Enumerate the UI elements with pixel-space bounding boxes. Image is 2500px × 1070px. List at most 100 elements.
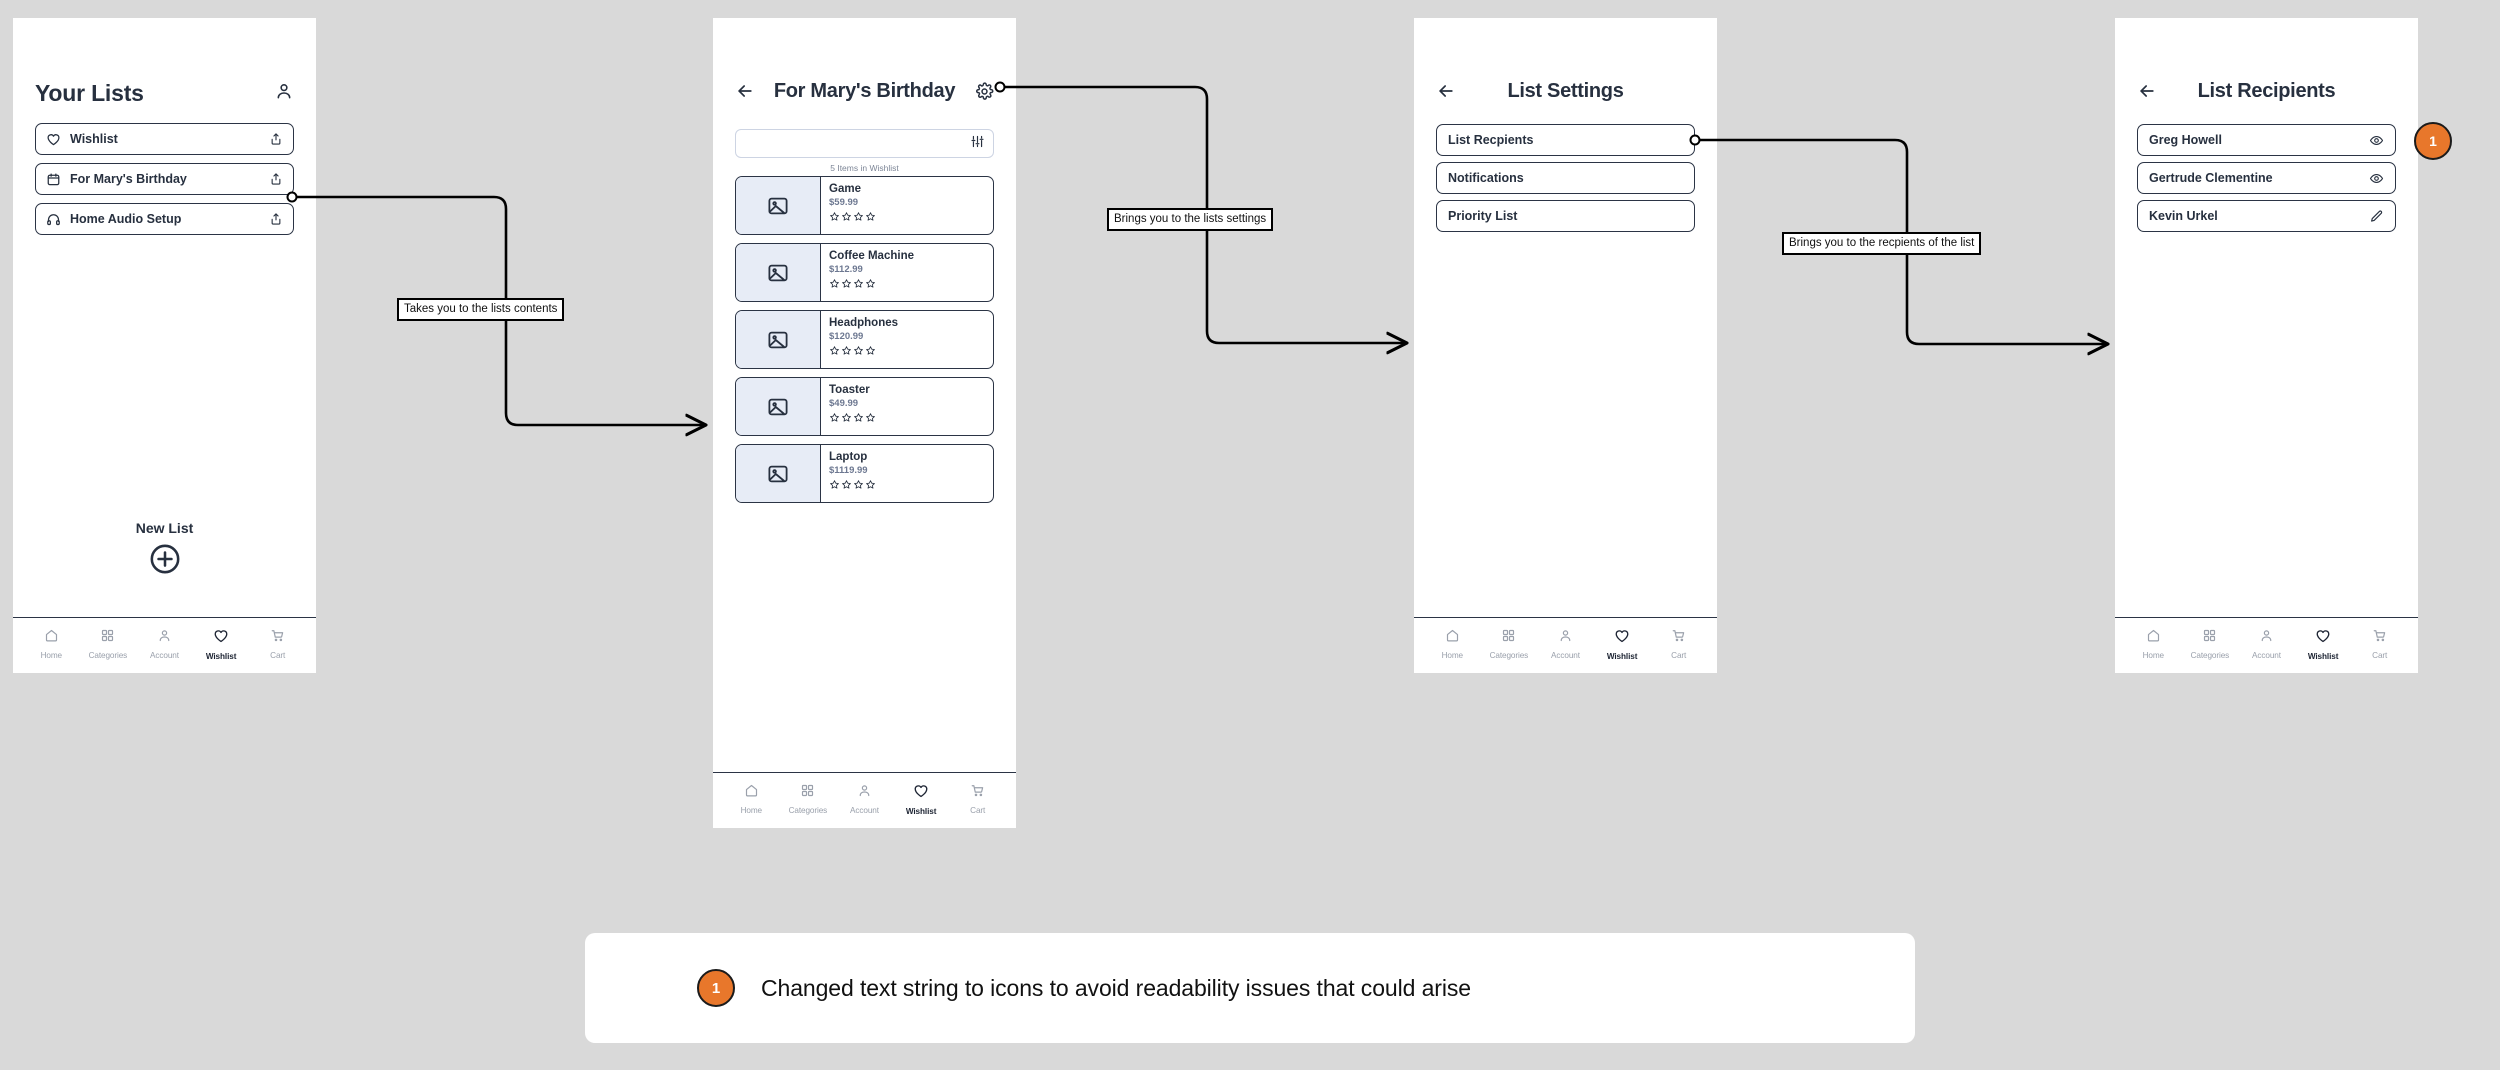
settings-options: List Recpients Notifications Priority Li… <box>1414 107 1717 232</box>
heart-icon <box>46 132 61 147</box>
product-name: Game <box>829 183 861 195</box>
nav-item-label: Wishlist <box>205 652 237 661</box>
arrow-left-icon[interactable] <box>2137 81 2163 101</box>
recipient-row-gertrude-clementine[interactable]: Gertrude Clementine <box>2137 162 2396 194</box>
page-title: List Recipients <box>2197 79 2336 102</box>
product-card[interactable]: Headphones $120.99 <box>735 310 994 369</box>
bottom-nav: Home Categories Account Wishlist <box>13 617 316 673</box>
list-item-wishlist[interactable]: Wishlist <box>35 123 294 155</box>
product-price: $1119.99 <box>829 464 868 476</box>
product-card[interactable]: Laptop $1119.99 <box>735 444 994 503</box>
nav-item-label: Categories <box>88 651 128 660</box>
settings-item-label: Priority List <box>1448 209 1518 223</box>
annotation-badge-1: 1 <box>2414 122 2452 160</box>
settings-item-notifications[interactable]: Notifications <box>1436 162 1695 194</box>
lists-container: Wishlist For Mary's Birthday <box>13 107 316 235</box>
new-list-area[interactable]: New List <box>13 520 316 581</box>
rating-stars[interactable] <box>829 278 993 289</box>
bottom-nav: Home Categories Account Wishlist Cart <box>713 772 1016 828</box>
product-price: $49.99 <box>829 397 859 409</box>
nav-item-account[interactable]: Account <box>2239 628 2293 660</box>
nav-item-cart[interactable]: Cart <box>951 783 1005 815</box>
rating-stars[interactable] <box>829 479 993 490</box>
cart-icon <box>1671 628 1686 648</box>
product-card[interactable]: Toaster $49.99 <box>735 377 994 436</box>
nav-item-home[interactable]: Home <box>24 628 78 660</box>
list-item-for-marys-birthday[interactable]: For Mary's Birthday <box>35 163 294 195</box>
nav-item-categories[interactable]: Categories <box>81 628 135 660</box>
share-icon[interactable] <box>269 132 283 146</box>
list-item-label: Home Audio Setup <box>70 212 182 226</box>
nav-item-home[interactable]: Home <box>724 783 778 815</box>
nav-item-wishlist[interactable]: Wishlist <box>1595 628 1649 661</box>
plus-circle-icon[interactable] <box>148 542 182 581</box>
product-card[interactable]: Coffee Machine $112.99 <box>735 243 994 302</box>
person-icon[interactable] <box>274 81 294 106</box>
nav-item-cart[interactable]: Cart <box>2353 628 2407 660</box>
nav-item-categories[interactable]: Categories <box>1482 628 1536 660</box>
cart-icon <box>970 783 985 803</box>
product-card[interactable]: Game $59.99 <box>735 176 994 235</box>
item-count-label: 5 Items in Wishlist <box>830 163 899 173</box>
nav-item-cart[interactable]: Cart <box>1652 628 1706 660</box>
nav-item-categories[interactable]: Categories <box>781 783 835 815</box>
nav-item-home[interactable]: Home <box>2126 628 2180 660</box>
filter-sliders-icon[interactable] <box>970 134 985 154</box>
product-name: Coffee Machine <box>829 250 914 262</box>
nav-item-account[interactable]: Account <box>837 783 891 815</box>
nav-item-label: Wishlist <box>2307 652 2339 661</box>
recipient-name: Kevin Urkel <box>2149 209 2218 223</box>
image-placeholder-icon <box>736 244 821 301</box>
product-name: Laptop <box>829 451 868 463</box>
search-input[interactable] <box>735 129 994 158</box>
product-price: $112.99 <box>829 263 863 275</box>
nav-item-label: Account <box>850 806 879 815</box>
nav-item-categories[interactable]: Categories <box>2183 628 2237 660</box>
recipients-spacer <box>2115 232 2418 617</box>
nav-item-wishlist[interactable]: Wishlist <box>2296 628 2350 661</box>
person-icon <box>157 628 172 648</box>
pencil-icon[interactable] <box>2369 209 2384 224</box>
eye-icon[interactable] <box>2369 133 2384 148</box>
screen-your-lists: Your Lists Wishlist <box>13 18 316 673</box>
page-title: For Mary's Birthday <box>773 79 956 102</box>
gear-icon[interactable] <box>968 81 994 101</box>
callout-flow-1: Takes you to the lists contents <box>397 298 565 322</box>
product-name: Toaster <box>829 384 870 396</box>
cart-icon <box>270 628 285 648</box>
share-icon[interactable] <box>269 212 283 226</box>
rating-stars[interactable] <box>829 211 993 222</box>
nav-item-label: Cart <box>1671 651 1687 660</box>
annotation-badge-1-legend: 1 <box>697 969 735 1007</box>
nav-item-account[interactable]: Account <box>1538 628 1592 660</box>
your-lists-header: Your Lists <box>13 18 316 107</box>
list-item-home-audio-setup[interactable]: Home Audio Setup <box>35 203 294 235</box>
nav-item-label: Home <box>740 806 763 815</box>
image-placeholder-icon <box>736 378 821 435</box>
heart-icon <box>213 628 229 649</box>
recipient-row-kevin-urkel[interactable]: Kevin Urkel <box>2137 200 2396 232</box>
arrow-left-icon[interactable] <box>735 81 761 101</box>
arrow-left-icon[interactable] <box>1436 81 1462 101</box>
eye-icon[interactable] <box>2369 171 2384 186</box>
recipient-row-greg-howell[interactable]: Greg Howell <box>2137 124 2396 156</box>
nav-item-label: Account <box>150 651 179 660</box>
rating-stars[interactable] <box>829 345 993 356</box>
nav-item-account[interactable]: Account <box>137 628 191 660</box>
annotation-note-text: Changed text string to icons to avoid re… <box>761 974 1471 1001</box>
nav-item-label: Wishlist <box>905 807 937 816</box>
grid-icon <box>100 628 115 648</box>
home-icon <box>44 628 59 648</box>
list-item-label: For Mary's Birthday <box>70 172 187 186</box>
nav-item-home[interactable]: Home <box>1425 628 1479 660</box>
settings-item-list-recipients[interactable]: List Recpients <box>1436 124 1695 156</box>
new-list-label: New List <box>135 520 194 536</box>
share-icon[interactable] <box>269 172 283 186</box>
settings-item-priority-list[interactable]: Priority List <box>1436 200 1695 232</box>
nav-item-wishlist[interactable]: Wishlist <box>894 783 948 816</box>
nav-item-label: Cart <box>2372 651 2388 660</box>
rating-stars[interactable] <box>829 412 993 423</box>
nav-item-cart[interactable]: Cart <box>251 628 305 660</box>
nav-item-wishlist[interactable]: Wishlist <box>194 628 248 661</box>
